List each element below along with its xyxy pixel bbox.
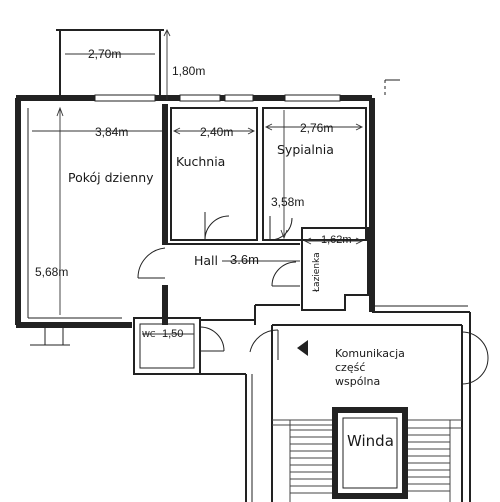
elevator-label: Winda [347, 432, 394, 450]
common-area-label-line3: wspólna [335, 375, 380, 388]
wc-label: WC [142, 330, 156, 339]
bathroom-label: Łazienka [312, 252, 322, 293]
common-area [245, 312, 489, 502]
living-room [30, 104, 168, 346]
kitchen-label: Kuchnia [176, 154, 225, 169]
balcony [56, 29, 164, 101]
wc-room [133, 317, 246, 375]
living-width-label: 3,84m [95, 125, 128, 139]
kitchen [170, 107, 258, 241]
common-area-label-line1: Komunikacja [335, 347, 405, 360]
hall-label: Hall [194, 253, 218, 268]
balcony-width-label: 2,70m [88, 47, 121, 61]
bathroom-width-label: 1,62m [321, 234, 352, 246]
living-depth-label: 5,68m [35, 265, 68, 279]
hall [165, 243, 300, 325]
stairs [272, 419, 462, 502]
wc-width-label: 1,50 [162, 328, 183, 340]
bathroom [271, 227, 369, 311]
dimension-lines [32, 28, 364, 335]
bedroom-label: Sypialnia [277, 142, 334, 157]
bedroom-width-label: 2,76m [300, 121, 333, 135]
apartment-walls [15, 79, 470, 328]
elevator [332, 407, 408, 499]
bedroom-depth-label: 3,58m [271, 195, 304, 209]
living-room-label: Pokój dzienny [68, 170, 154, 185]
common-area-label-line2: część [335, 361, 365, 374]
hall-length-label: 3.6m [230, 252, 259, 267]
balcony-depth-label: 1,80m [172, 64, 205, 78]
kitchen-width-label: 2,40m [200, 125, 233, 139]
